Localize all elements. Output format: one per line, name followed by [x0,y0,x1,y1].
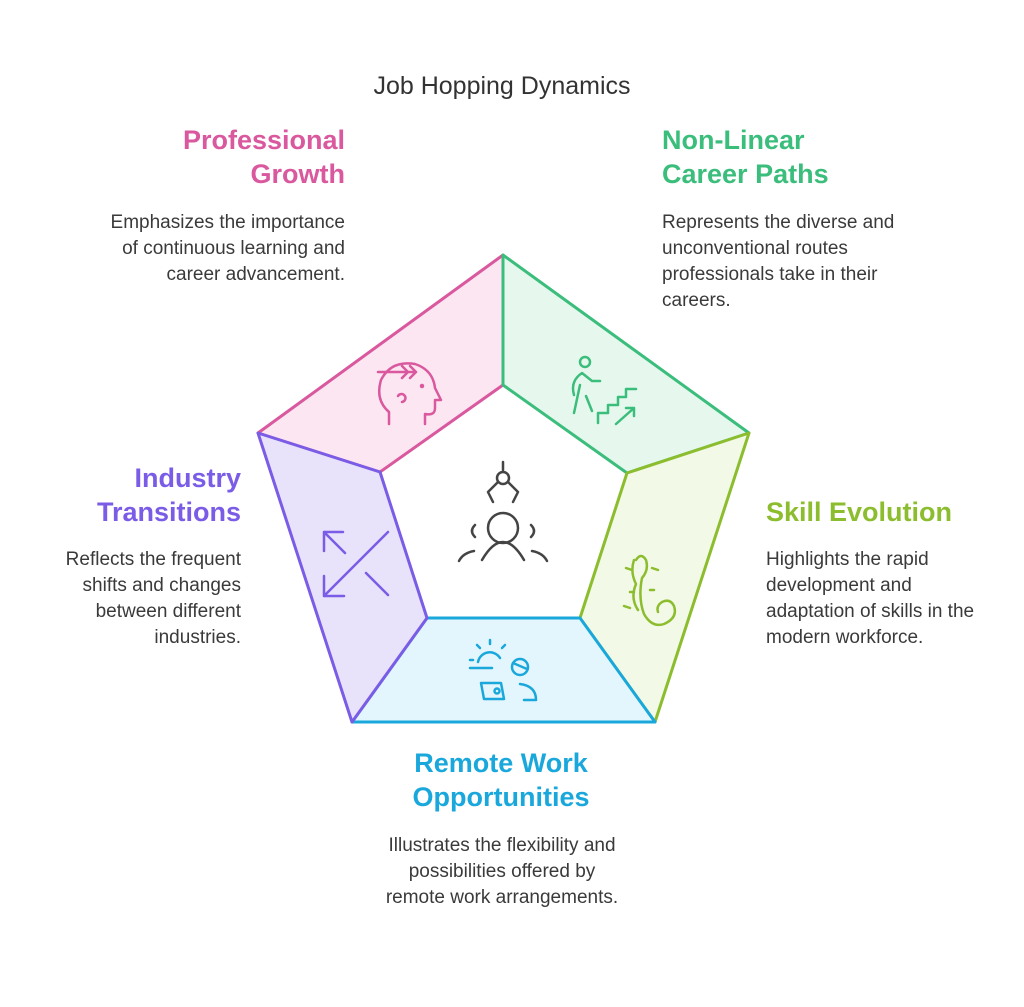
desc-professional-growth: Emphasizes the importance of continuous … [110,212,345,285]
desc-remote-work: Illustrates the flexibility and possibil… [385,835,619,908]
heading-remote-work: Remote Work Opportunities [412,748,590,812]
salamander-icon [622,554,677,627]
desc-industry-transitions: Reflects the frequent shifts and changes… [65,549,241,648]
heading-non-linear-career: Non-Linear Career Paths [662,125,829,189]
heading-professional-growth: Professional Growth [182,125,345,189]
talent-claw-person-icon [457,460,549,563]
person-climbing-stairs-icon [571,355,638,426]
diagram-title: Job Hopping Dynamics [373,72,631,100]
arrows-diverge-icon [322,530,390,598]
desc-non-linear-career: Represents the diverse and unconventiona… [662,212,895,311]
heading-industry-transitions: Industry Transitions [96,463,241,527]
heading-skill-evolution: Skill Evolution [766,497,953,527]
desc-skill-evolution: Highlights the rapid development and ada… [766,549,975,648]
remote-work-laptop-icon [468,638,538,702]
head-growth-icon [376,362,443,426]
